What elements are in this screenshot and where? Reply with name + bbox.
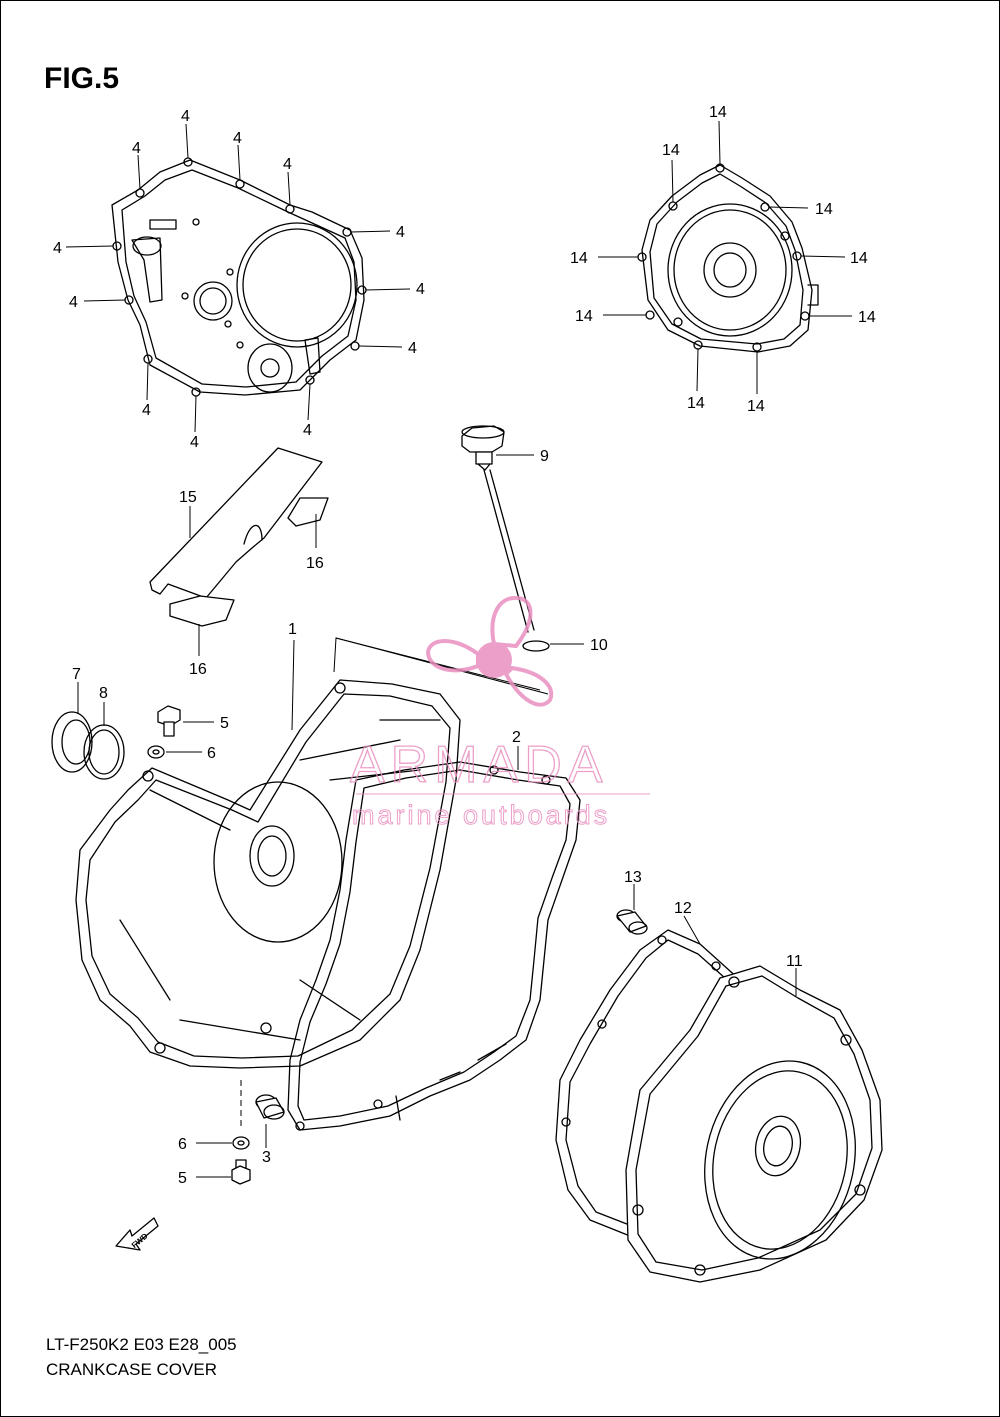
callout-4: 4	[408, 340, 417, 357]
callout-4: 4	[181, 108, 190, 125]
fwd-arrow: FWD	[115, 1217, 159, 1251]
oil-gauge: 9	[461, 425, 549, 633]
callout-4: 4	[283, 156, 292, 173]
callout-8: 8	[99, 685, 108, 702]
callout-1: 1	[288, 621, 297, 638]
callout-3: 3	[262, 1149, 271, 1166]
callouts-right-lower: 13 12 11	[624, 869, 803, 996]
callout-4: 4	[53, 240, 62, 257]
callout-9: 9	[540, 448, 549, 465]
callout-14: 14	[815, 201, 833, 218]
callout-4: 4	[142, 402, 151, 419]
callout-2: 2	[512, 729, 521, 746]
callout-5: 5	[220, 715, 229, 732]
watermark-logo: ARMADA marine outboards	[349, 595, 650, 831]
callout-12: 12	[674, 900, 692, 917]
callout-14: 14	[662, 142, 680, 159]
callout-4: 4	[416, 281, 425, 298]
callout-14: 14	[575, 308, 593, 325]
callout-14: 14	[687, 395, 705, 412]
oil-seal: 7 8	[51, 666, 125, 780]
callout-16: 16	[306, 555, 324, 572]
clutch-cover-gasket: 2	[287, 729, 581, 1131]
callout-14: 14	[858, 309, 876, 326]
callout-6: 6	[207, 745, 216, 762]
callouts-bolt-14: 14 14 14 14 14 14 14 14 14	[570, 104, 876, 415]
figure-title: FIG.5	[44, 62, 120, 95]
callout-4: 4	[190, 434, 199, 451]
callout-13: 13	[624, 869, 642, 886]
propeller-icon	[425, 595, 554, 707]
watermark-brand: ARMADA	[350, 736, 608, 794]
guide-plate: 15 16 16	[149, 447, 329, 678]
callout-4: 4	[69, 294, 78, 311]
drawing-caption: CRANKCASE COVER	[46, 1360, 217, 1379]
callout-4: 4	[233, 130, 242, 147]
callouts-bolt-4: 4 4 4 4 4 4 4 4 4 4 4 4	[53, 108, 425, 451]
callout-5: 5	[178, 1170, 187, 1187]
clutch-cover	[65, 123, 411, 433]
callout-7: 7	[72, 666, 81, 683]
callout-16: 16	[189, 661, 207, 678]
callout-15: 15	[179, 489, 197, 506]
bolt-washer-upper: 5 6	[147, 705, 229, 762]
callout-6: 6	[178, 1136, 187, 1153]
dowel-and-bolt-lower: 3 6 5	[178, 1080, 285, 1187]
callout-4: 4	[396, 224, 405, 241]
callout-14: 14	[709, 104, 727, 121]
drawing-code: LT-F250K2 E03 E28_005	[46, 1335, 237, 1354]
callout-4: 4	[303, 422, 312, 439]
magneto-cover-assy	[625, 965, 883, 1283]
callout-11: 11	[786, 953, 803, 970]
callout-10: 10	[590, 637, 608, 654]
clutch-cover-assy: 1	[75, 621, 549, 1069]
magneto-cover	[598, 120, 852, 394]
o-ring-10: 10	[522, 637, 608, 654]
callout-14: 14	[570, 250, 588, 267]
watermark-tagline: marine outboards	[352, 800, 610, 830]
callout-14: 14	[850, 250, 868, 267]
callout-14: 14	[747, 398, 765, 415]
dowel-13	[616, 909, 648, 935]
callout-4: 4	[132, 140, 141, 157]
